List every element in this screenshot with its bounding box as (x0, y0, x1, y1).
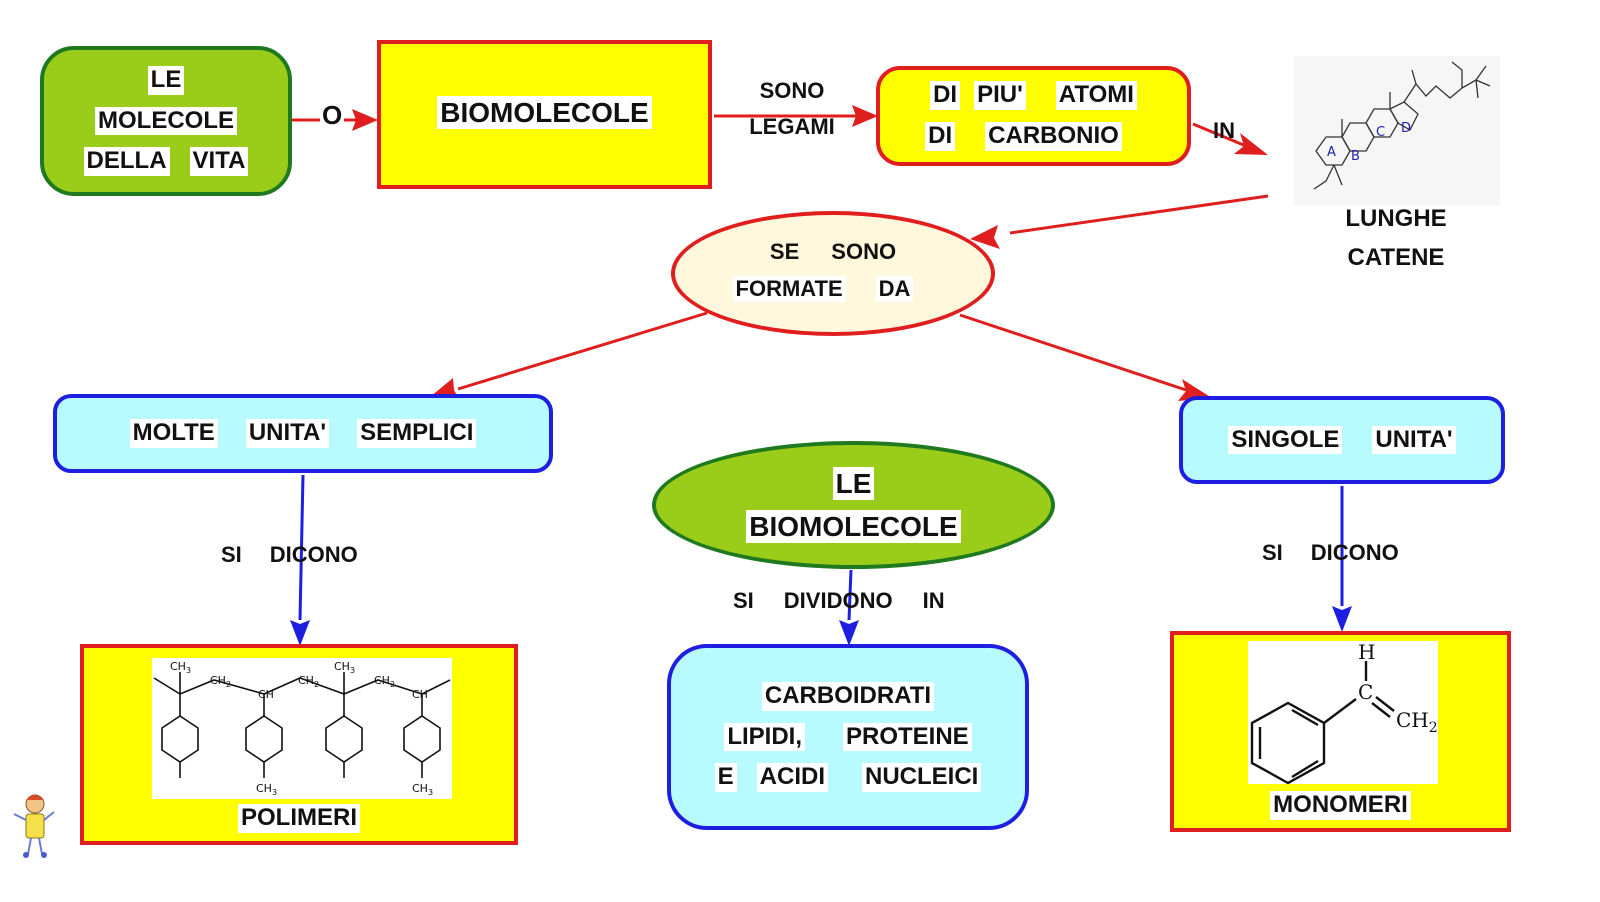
node-text: SINGOLE (1228, 425, 1343, 455)
node-text: VITA (189, 147, 249, 177)
arrow-atomi-lunghe (1192, 122, 1247, 148)
ring-label: B (1351, 149, 1360, 164)
node-text: SE (769, 238, 800, 264)
node-molte-unita-semplici: MOLTE UNITA' SEMPLICI (53, 394, 553, 473)
node-lunghe-catene: LUNGHE CATENE (1326, 205, 1466, 272)
arrow-molte-polimeri (298, 474, 305, 621)
node-se-sono-formate-da: SE SONO FORMATE DA (671, 211, 995, 336)
node-carboidrati: CARBOIDRATI LIPIDI, PROTEINE E ACIDI NUCLEI… (667, 644, 1029, 830)
node-singole-unita: SINGOLE UNITA' (1179, 396, 1505, 484)
formula-text: CH3 (334, 660, 355, 675)
node-text: E (714, 763, 737, 793)
formula-text: CH3 (256, 782, 277, 797)
label-text: LEGAMI (749, 114, 835, 139)
label-text: DIVIDONO (783, 588, 893, 613)
node-text: PIU' (974, 81, 1026, 110)
node-polimeri: CH3 CH3 CH2 CH2 CH2 CH CH CH3 CH3 POLIME… (80, 644, 518, 845)
ring-label: C (1376, 125, 1385, 140)
formula-text: CH (258, 688, 274, 701)
node-text: LE (147, 65, 185, 95)
formula-text: CH3 (412, 782, 433, 797)
ring-label: A (1327, 145, 1336, 160)
label-text: SI (733, 588, 754, 613)
node-text: SONO (831, 238, 897, 264)
formula-text: CH3 (170, 660, 191, 675)
label-text: IN (922, 588, 945, 613)
link-label-sono-legami: SONO LEGAMI (744, 78, 840, 140)
arrowhead (290, 620, 310, 646)
arrowhead (1178, 379, 1212, 401)
label-text: SI (1262, 540, 1283, 565)
node-text: CARBOIDRATI (761, 681, 935, 711)
node-text: POLIMERI (237, 804, 360, 833)
node-text: BIOMOLECOLE (437, 96, 652, 130)
arrow-lunghe-formate (1009, 194, 1269, 235)
arrowhead (1234, 133, 1268, 155)
node-biomolecole: BIOMOLECOLE (377, 40, 712, 189)
link-label-si-dividono-in: SI DIVIDONO IN (733, 588, 945, 614)
node-text: LE (832, 466, 875, 500)
formula-text: CH2 (210, 674, 231, 689)
link-label-o: O (320, 100, 345, 131)
mascot-figure (13, 794, 55, 858)
label-text: SONO (759, 78, 825, 103)
label-text: IN (1213, 118, 1235, 143)
formula-text: CH2 (298, 674, 319, 689)
polymer-structure: CH3 CH3 CH2 CH2 CH2 CH CH CH3 CH3 (152, 658, 452, 799)
arrow-lebio-carbo (847, 569, 853, 621)
node-atomi-di-carbonio: DI PIU' ATOMI DI CARBONIO (876, 66, 1191, 166)
arrow-formate-singole (959, 313, 1187, 392)
arrowhead (852, 105, 878, 127)
node-text: DA (875, 275, 914, 303)
node-text: ATOMI (1055, 81, 1137, 110)
node-text: UNITA' (245, 419, 330, 448)
formula-text: H (1358, 641, 1375, 664)
arrowhead (1332, 606, 1352, 632)
node-text: LUNGHE (1345, 205, 1447, 232)
node-text: DI (930, 81, 961, 110)
arrowhead (839, 620, 859, 646)
node-text: FORMATE (732, 275, 846, 303)
arrowhead (970, 225, 1000, 249)
node-text: ACIDI (756, 763, 828, 793)
formula-text: C (1358, 680, 1373, 704)
node-text: CARBONIO (985, 122, 1122, 151)
label-text: DICONO (269, 542, 358, 567)
node-le-biomolecole: LE BIOMOLECOLE (652, 441, 1055, 569)
node-text: UNITA' (1372, 425, 1456, 455)
formula-text: CH (412, 688, 428, 701)
link-label-in: IN (1213, 118, 1235, 144)
styrene-structure: H C CH2 (1248, 641, 1438, 784)
node-monomeri: H C CH2 MONOMERI (1170, 631, 1511, 832)
node-text: CATENE (1347, 244, 1445, 271)
arrow-formate-molte (457, 311, 708, 391)
formula-text: CH2 (374, 674, 395, 689)
link-label-si-dicono-right: SI DICONO (1262, 540, 1399, 566)
node-text: BIOMOLECOLE (746, 510, 961, 544)
node-text: PROTEINE (842, 722, 972, 752)
node-text: MOLTE (129, 419, 218, 448)
label-text: O (322, 100, 343, 130)
node-text: MONOMERI (1270, 791, 1411, 820)
node-molecole-della-vita: LE MOLECOLE DELLA VITA (40, 46, 292, 196)
node-text: NUCLEICI (862, 763, 982, 793)
link-label-si-dicono-left: SI DICONO (221, 542, 358, 568)
formula-text: CH2 (1396, 708, 1438, 736)
label-text: DICONO (1310, 540, 1399, 565)
node-text: DELLA (83, 147, 170, 177)
node-text: LIPIDI, (724, 722, 805, 752)
arrowhead (352, 109, 378, 131)
node-text: DI (925, 122, 956, 151)
node-text: SEMPLICI (357, 419, 477, 448)
steroid-structure: A B C D (1294, 56, 1500, 206)
node-text: MOLECOLE (95, 106, 237, 136)
label-text: SI (221, 542, 242, 567)
ring-label: D (1401, 121, 1411, 136)
